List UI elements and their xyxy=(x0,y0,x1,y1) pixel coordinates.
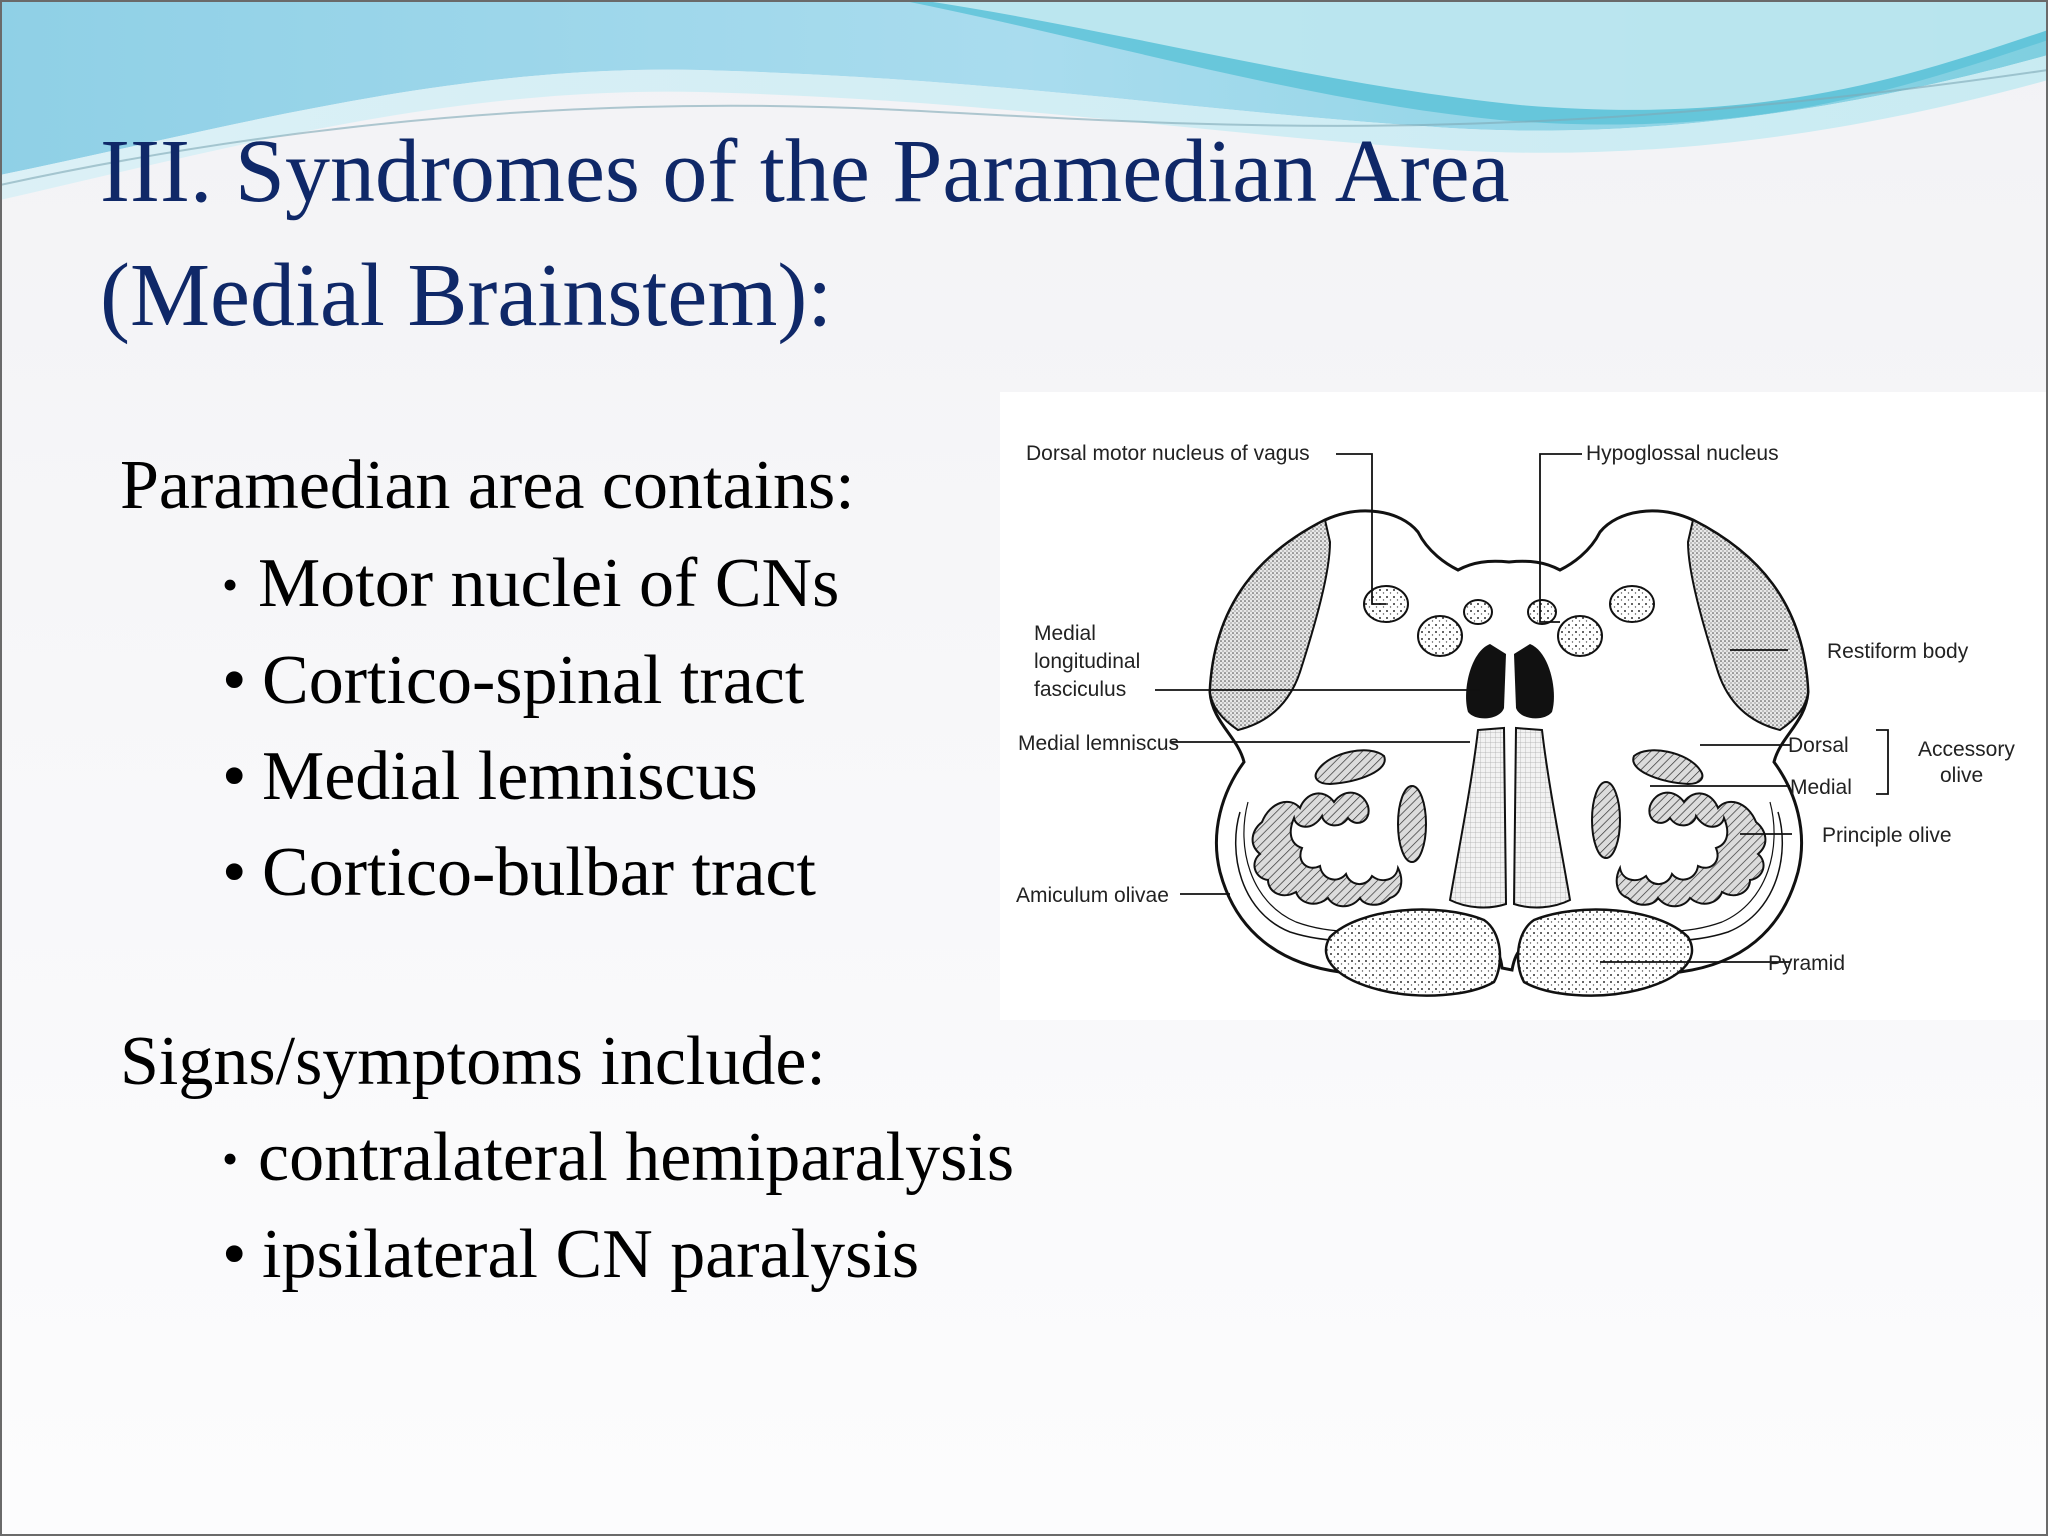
list-item: •Motor nuclei of CNs xyxy=(222,536,839,633)
signs-list: •contralateral hemiparalysis •ipsilatera… xyxy=(222,1110,1014,1303)
slide-title: III. Syndromes of the Paramedian Area (M… xyxy=(100,110,1900,358)
contains-heading: Paramedian area contains: xyxy=(120,447,855,524)
label-pyramid: Pyramid xyxy=(1768,952,1845,975)
label-hypoglossal-nucleus: Hypoglossal nucleus xyxy=(1586,442,1779,465)
label-amiculum-olivae: Amiculum olivae xyxy=(1016,884,1169,907)
bullet-icon: • xyxy=(222,834,247,911)
principle-olive-right xyxy=(1615,791,1767,908)
label-medial-lemniscus: Medial lemniscus xyxy=(1018,732,1179,755)
label-medial: Medial xyxy=(1790,776,1852,799)
bullet-icon: • xyxy=(222,1216,247,1293)
label-dorsal-motor-nucleus: Dorsal motor nucleus of vagus xyxy=(1026,442,1310,465)
dorsal-motor-nucleus-right xyxy=(1609,585,1655,623)
label-accessory-line-2: olive xyxy=(1940,764,1983,787)
list-item: •Cortico-bulbar tract xyxy=(222,825,839,921)
label-principle-olive: Principle olive xyxy=(1822,824,1952,847)
bullet-icon: • xyxy=(222,559,239,610)
signs-heading: Signs/symptoms include: xyxy=(120,1023,826,1100)
header-wave-decoration xyxy=(0,0,2048,200)
list-item: •Medial lemniscus xyxy=(222,729,839,825)
label-restiform-body: Restiform body xyxy=(1827,640,1969,663)
restiform-body-left xyxy=(1208,518,1332,732)
dorsal-accessory-olive-right xyxy=(1632,749,1704,786)
medial-accessory-olive-right xyxy=(1591,781,1621,859)
pyramid-right xyxy=(1516,908,1694,997)
bullet-icon: • xyxy=(222,738,247,815)
bullet-icon: • xyxy=(222,1133,239,1184)
contains-list: •Motor nuclei of CNs •Cortico-spinal tra… xyxy=(222,536,839,921)
label-mlf-line-2: longitudinal xyxy=(1034,650,1140,673)
medial-lemniscus-left xyxy=(1448,726,1508,909)
title-line-1: III. Syndromes of the Paramedian Area xyxy=(100,122,1510,221)
label-mlf-line-1: Medial xyxy=(1034,622,1096,645)
mlf-right xyxy=(1514,644,1554,719)
list-item: •Cortico-spinal tract xyxy=(222,633,839,729)
label-mlf-line-3: fasciculus xyxy=(1034,678,1126,701)
pyramid-left xyxy=(1324,908,1502,997)
leader-lines xyxy=(1155,453,1889,963)
bullet-icon: • xyxy=(222,642,247,719)
medulla-cross-section-diagram: Dorsal motor nucleus of vagus Hypoglossa… xyxy=(1000,392,2048,1020)
label-dorsal: Dorsal xyxy=(1788,734,1849,757)
medial-lemniscus-right xyxy=(1512,726,1572,909)
title-line-2: (Medial Brainstem): xyxy=(100,246,833,345)
restiform-body-right xyxy=(1686,518,1810,732)
list-item: •contralateral hemiparalysis xyxy=(222,1110,1014,1207)
hypoglossal-nucleus-right xyxy=(1557,615,1603,657)
hypoglossal-nucleus-left xyxy=(1417,615,1463,657)
principle-olive-left xyxy=(1251,791,1403,908)
medial-accessory-olive-left xyxy=(1397,785,1427,863)
dorsal-accessory-olive-left xyxy=(1314,749,1386,786)
list-item: •ipsilateral CN paralysis xyxy=(222,1207,1014,1303)
mlf-left xyxy=(1466,644,1506,719)
label-accessory-line-1: Accessory xyxy=(1918,738,2015,761)
